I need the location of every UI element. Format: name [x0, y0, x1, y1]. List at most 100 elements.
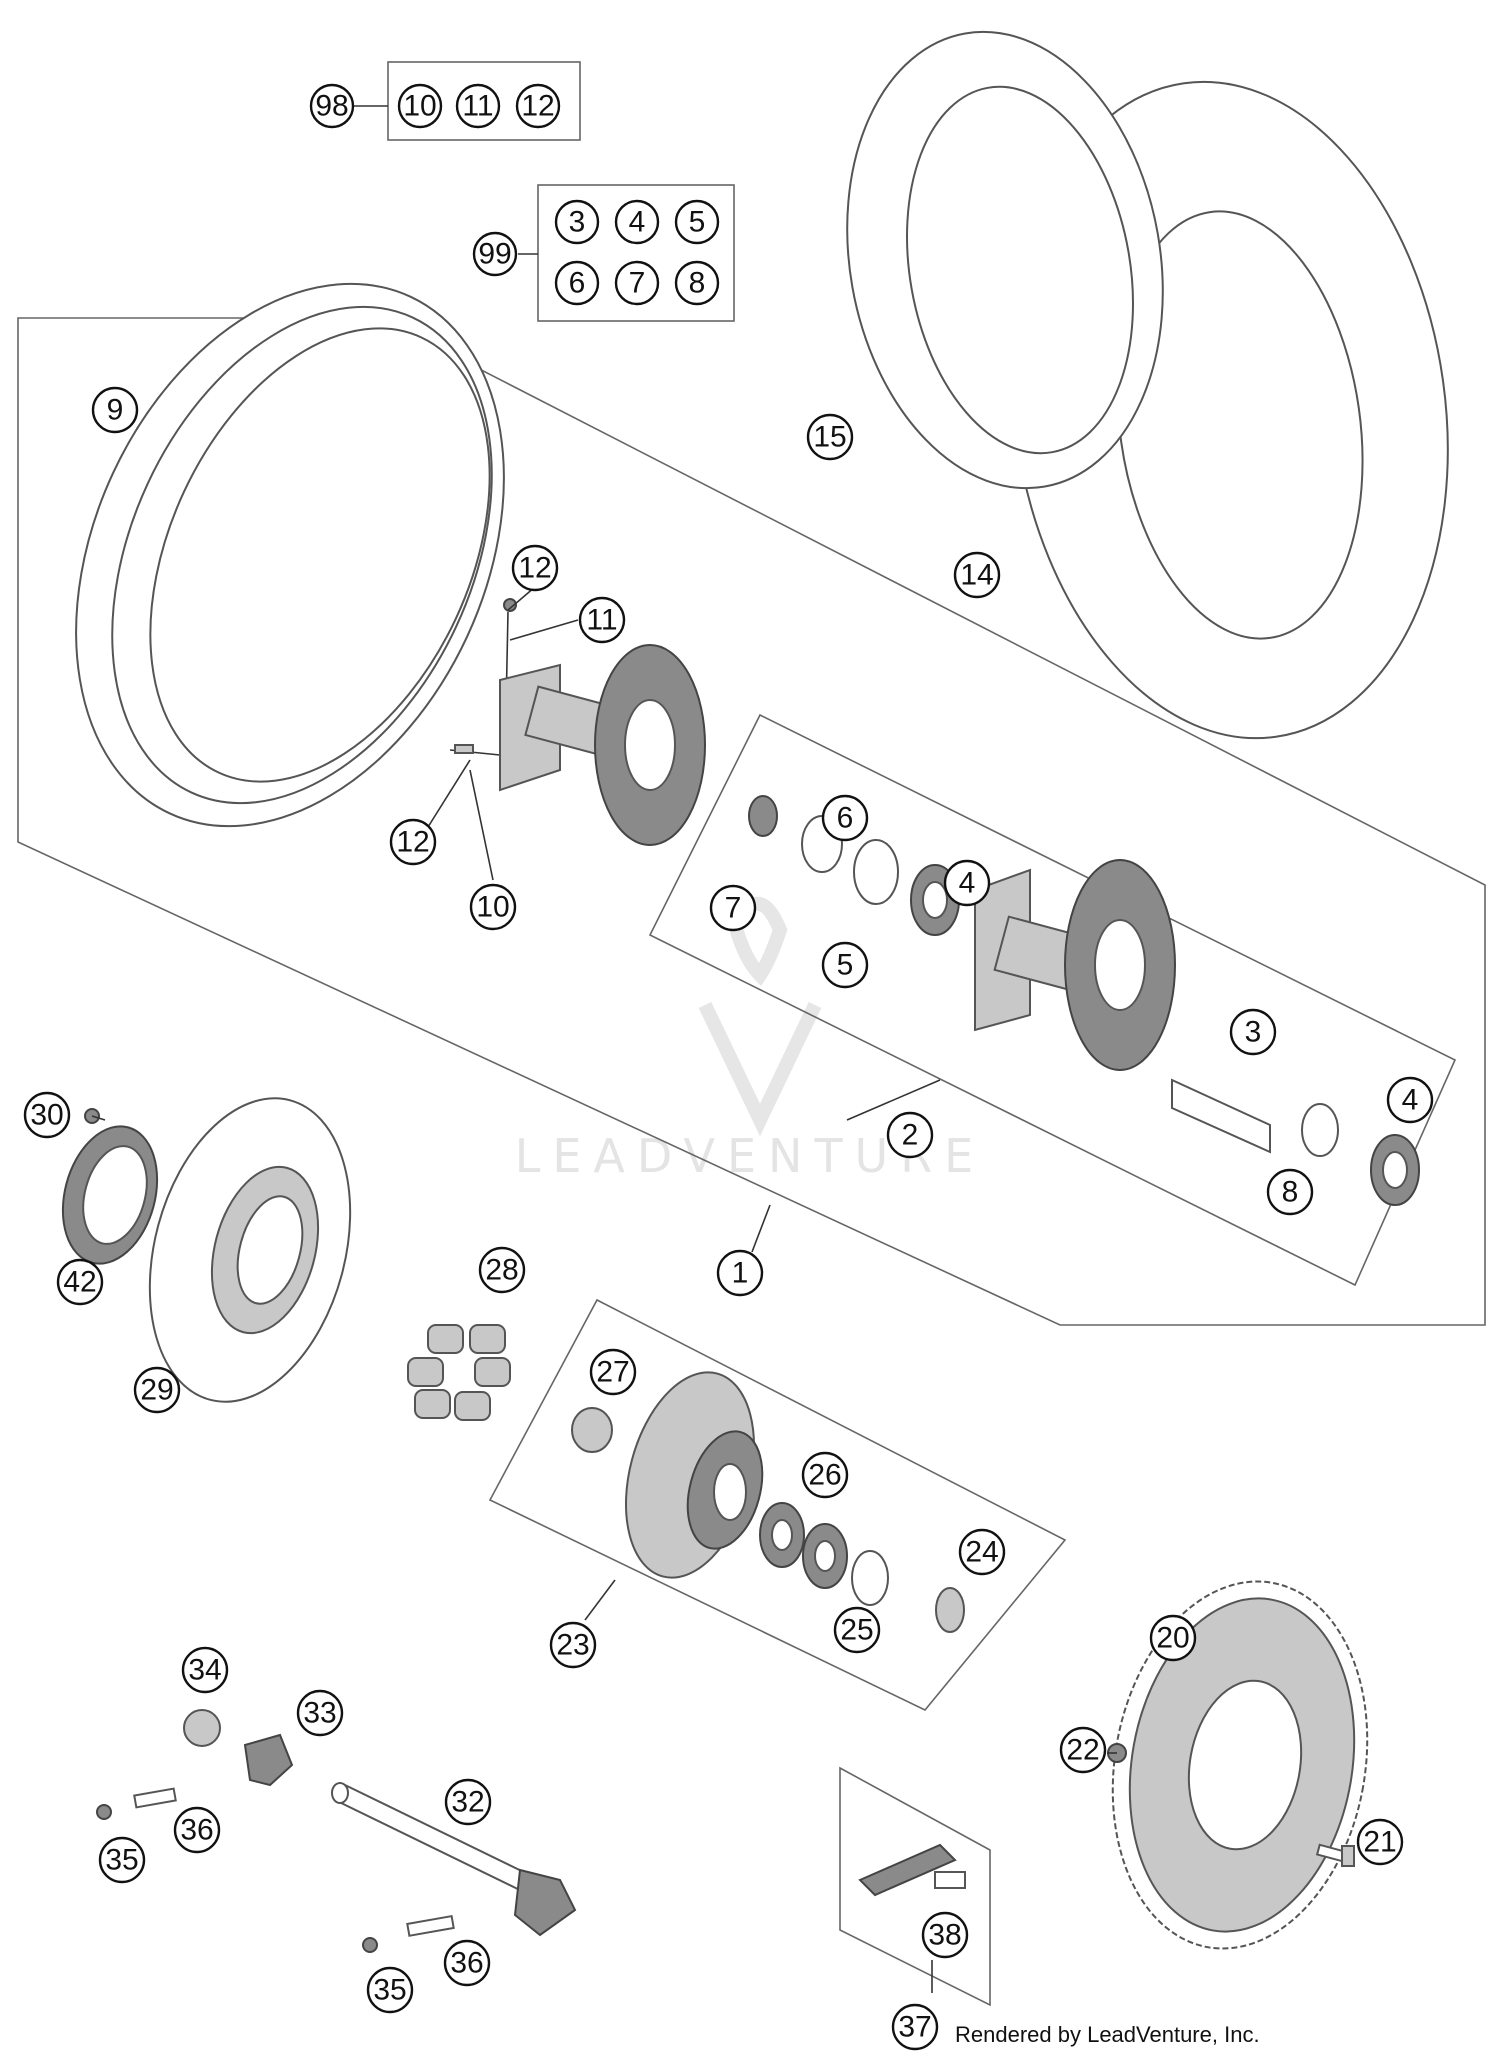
svg-text:11: 11	[462, 90, 493, 123]
callout-36-lower: 36	[443, 1939, 491, 1987]
carrier-spacer	[935, 1587, 965, 1633]
svg-text:99: 99	[478, 238, 511, 271]
svg-text:8: 8	[1282, 1176, 1299, 1209]
shaft-seal	[748, 795, 778, 837]
callout-11: 11	[578, 596, 626, 644]
rear-hub-frame	[648, 713, 1457, 1287]
callout-99: 99	[472, 231, 518, 277]
svg-text:12: 12	[518, 552, 551, 585]
callout-kit99-4: 4	[614, 199, 660, 245]
svg-text:12: 12	[521, 90, 554, 123]
callout-36-upper: 36	[173, 1806, 221, 1854]
svg-text:4: 4	[629, 206, 646, 239]
svg-text:6: 6	[837, 802, 854, 835]
svg-text:10: 10	[476, 891, 509, 924]
svg-text:98: 98	[315, 90, 348, 123]
callout-34: 34	[181, 1646, 229, 1694]
distance-tube	[1171, 1078, 1271, 1154]
sprocket-carrier	[624, 1371, 764, 1579]
hub-assembled	[974, 859, 1176, 1071]
svg-text:5: 5	[837, 949, 854, 982]
callout-14: 14	[953, 551, 1001, 599]
brake-disc	[148, 1097, 352, 1403]
callout-3: 3	[1229, 1008, 1277, 1056]
callout-4-right: 4	[1386, 1076, 1434, 1124]
svg-text:9: 9	[107, 394, 124, 427]
callout-kit98-12: 12	[515, 83, 561, 129]
svg-text:32: 32	[451, 1786, 484, 1819]
sprocket-carrier-frame	[488, 1298, 1067, 1711]
svg-text:33: 33	[303, 1697, 336, 1730]
callout-29: 29	[133, 1366, 181, 1414]
svg-text:23: 23	[556, 1629, 589, 1662]
callout-7: 7	[709, 884, 757, 932]
svg-text:3: 3	[569, 206, 586, 239]
circlip	[853, 839, 899, 905]
nut-lower	[362, 1937, 378, 1953]
chain-frame	[839, 1766, 991, 2007]
callout-30: 30	[23, 1091, 71, 1139]
rim	[75, 282, 505, 828]
callout-1: 1	[716, 1249, 764, 1297]
callout-26: 26	[801, 1451, 849, 1499]
callout-9: 9	[91, 386, 139, 434]
callout-25: 25	[833, 1606, 881, 1654]
callout-kit98-10: 10	[397, 83, 443, 129]
callout-35-upper: 35	[98, 1836, 146, 1884]
watermark-logo-mark	[698, 1001, 822, 1137]
rear-axle	[331, 1782, 577, 1937]
callout-22: 22	[1059, 1726, 1107, 1774]
svg-text:29: 29	[140, 1374, 173, 1407]
callout-2: 2	[886, 1111, 934, 1159]
carrier-bushing	[571, 1407, 613, 1453]
svg-text:22: 22	[1066, 1734, 1099, 1767]
callout-27: 27	[589, 1348, 637, 1396]
svg-text:7: 7	[629, 267, 646, 300]
svg-text:36: 36	[450, 1947, 483, 1980]
chain-adjuster	[243, 1733, 294, 1787]
svg-text:35: 35	[105, 1844, 138, 1877]
svg-text:4: 4	[959, 867, 976, 900]
callout-kit99-7: 7	[614, 260, 660, 306]
svg-text:30: 30	[30, 1099, 63, 1132]
leader-lines	[91, 586, 1381, 1993]
axle-nut	[183, 1709, 221, 1747]
svg-text:36: 36	[180, 1814, 213, 1847]
callout-kit99-6: 6	[554, 260, 600, 306]
svg-text:11: 11	[586, 604, 617, 637]
svg-text:1: 1	[732, 1257, 749, 1290]
callout-15: 15	[806, 413, 854, 461]
svg-text:3: 3	[1245, 1016, 1262, 1049]
callout-35-lower: 35	[366, 1966, 414, 2014]
adjuster-pin-lower	[406, 1914, 455, 1937]
svg-text:10: 10	[403, 90, 436, 123]
spacer-right	[1301, 1103, 1339, 1157]
carrier-circlip	[851, 1550, 889, 1606]
callout-8: 8	[1266, 1168, 1314, 1216]
callout-32: 32	[444, 1778, 492, 1826]
rubber-dampers	[407, 1324, 511, 1421]
callout-28: 28	[478, 1246, 526, 1294]
svg-text:8: 8	[689, 267, 706, 300]
inner-tube	[846, 30, 1164, 490]
callout-24: 24	[958, 1528, 1006, 1576]
svg-text:26: 26	[808, 1459, 841, 1492]
svg-text:20: 20	[1156, 1622, 1189, 1655]
callout-kit98-11: 11	[455, 83, 501, 129]
callout-5: 5	[821, 941, 869, 989]
nut-upper	[96, 1804, 112, 1820]
chain	[858, 1843, 966, 1897]
kit-99-frame	[537, 184, 735, 322]
svg-text:27: 27	[596, 1356, 629, 1389]
callout-kit99-5: 5	[674, 199, 720, 245]
svg-text:25: 25	[840, 1614, 873, 1647]
callout-kit99-8: 8	[674, 260, 720, 306]
callout-4-left: 4	[943, 859, 991, 907]
svg-text:28: 28	[485, 1254, 518, 1287]
svg-text:6: 6	[569, 267, 586, 300]
render-credit: Rendered by LeadVenture, Inc.	[955, 2022, 1260, 2047]
svg-text:42: 42	[63, 1266, 96, 1299]
disc-adapter	[61, 1125, 159, 1265]
callout-kit99-3: 3	[554, 199, 600, 245]
